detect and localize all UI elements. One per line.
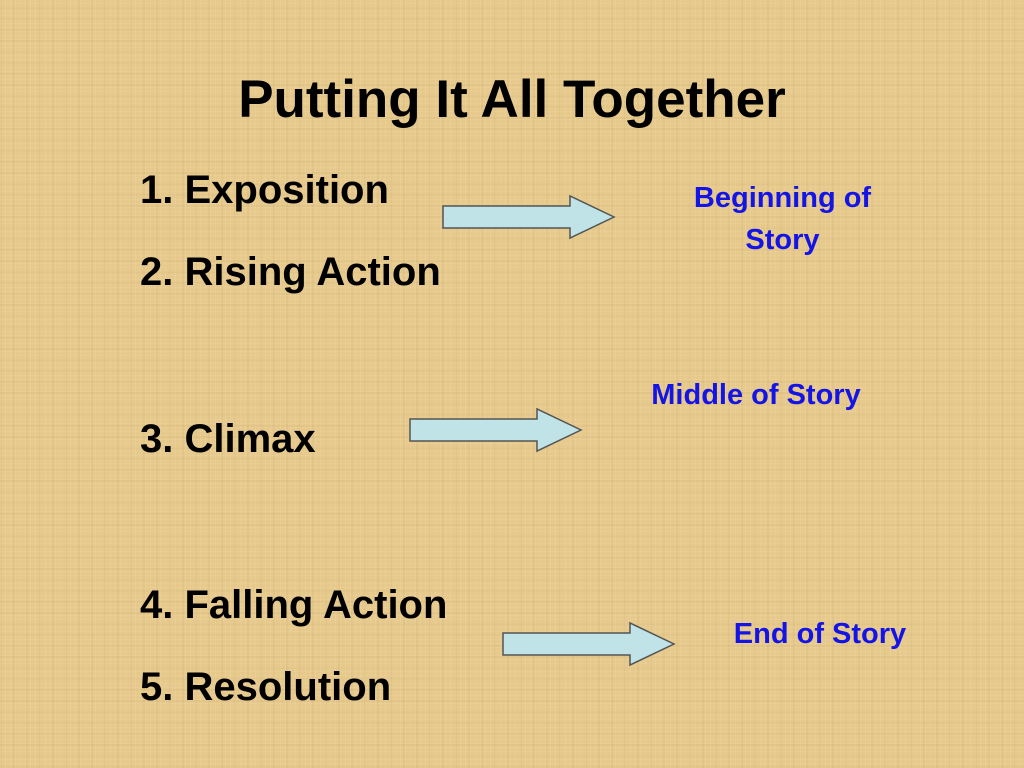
arrow-right-icon [409, 407, 583, 453]
slide-title: Putting It All Together [238, 70, 786, 129]
arrow-right-icon [442, 194, 616, 240]
arrow-right-icon [502, 621, 676, 667]
list-item-rising-action: 2. Rising Action [140, 250, 441, 294]
label-beginning-line2: Story [745, 224, 820, 256]
label-middle-of-story: Middle of Story [651, 379, 861, 411]
list-item-climax: 3. Climax [140, 417, 316, 461]
list-item-exposition: 1. Exposition [140, 168, 389, 212]
list-item-falling-action: 4. Falling Action [140, 583, 448, 627]
list-item-resolution: 5. Resolution [140, 665, 392, 709]
label-beginning-of-story: Beginning of Story [660, 177, 905, 261]
label-beginning-line1: Beginning of [693, 182, 872, 214]
label-end-of-story: End of Story [733, 618, 907, 650]
